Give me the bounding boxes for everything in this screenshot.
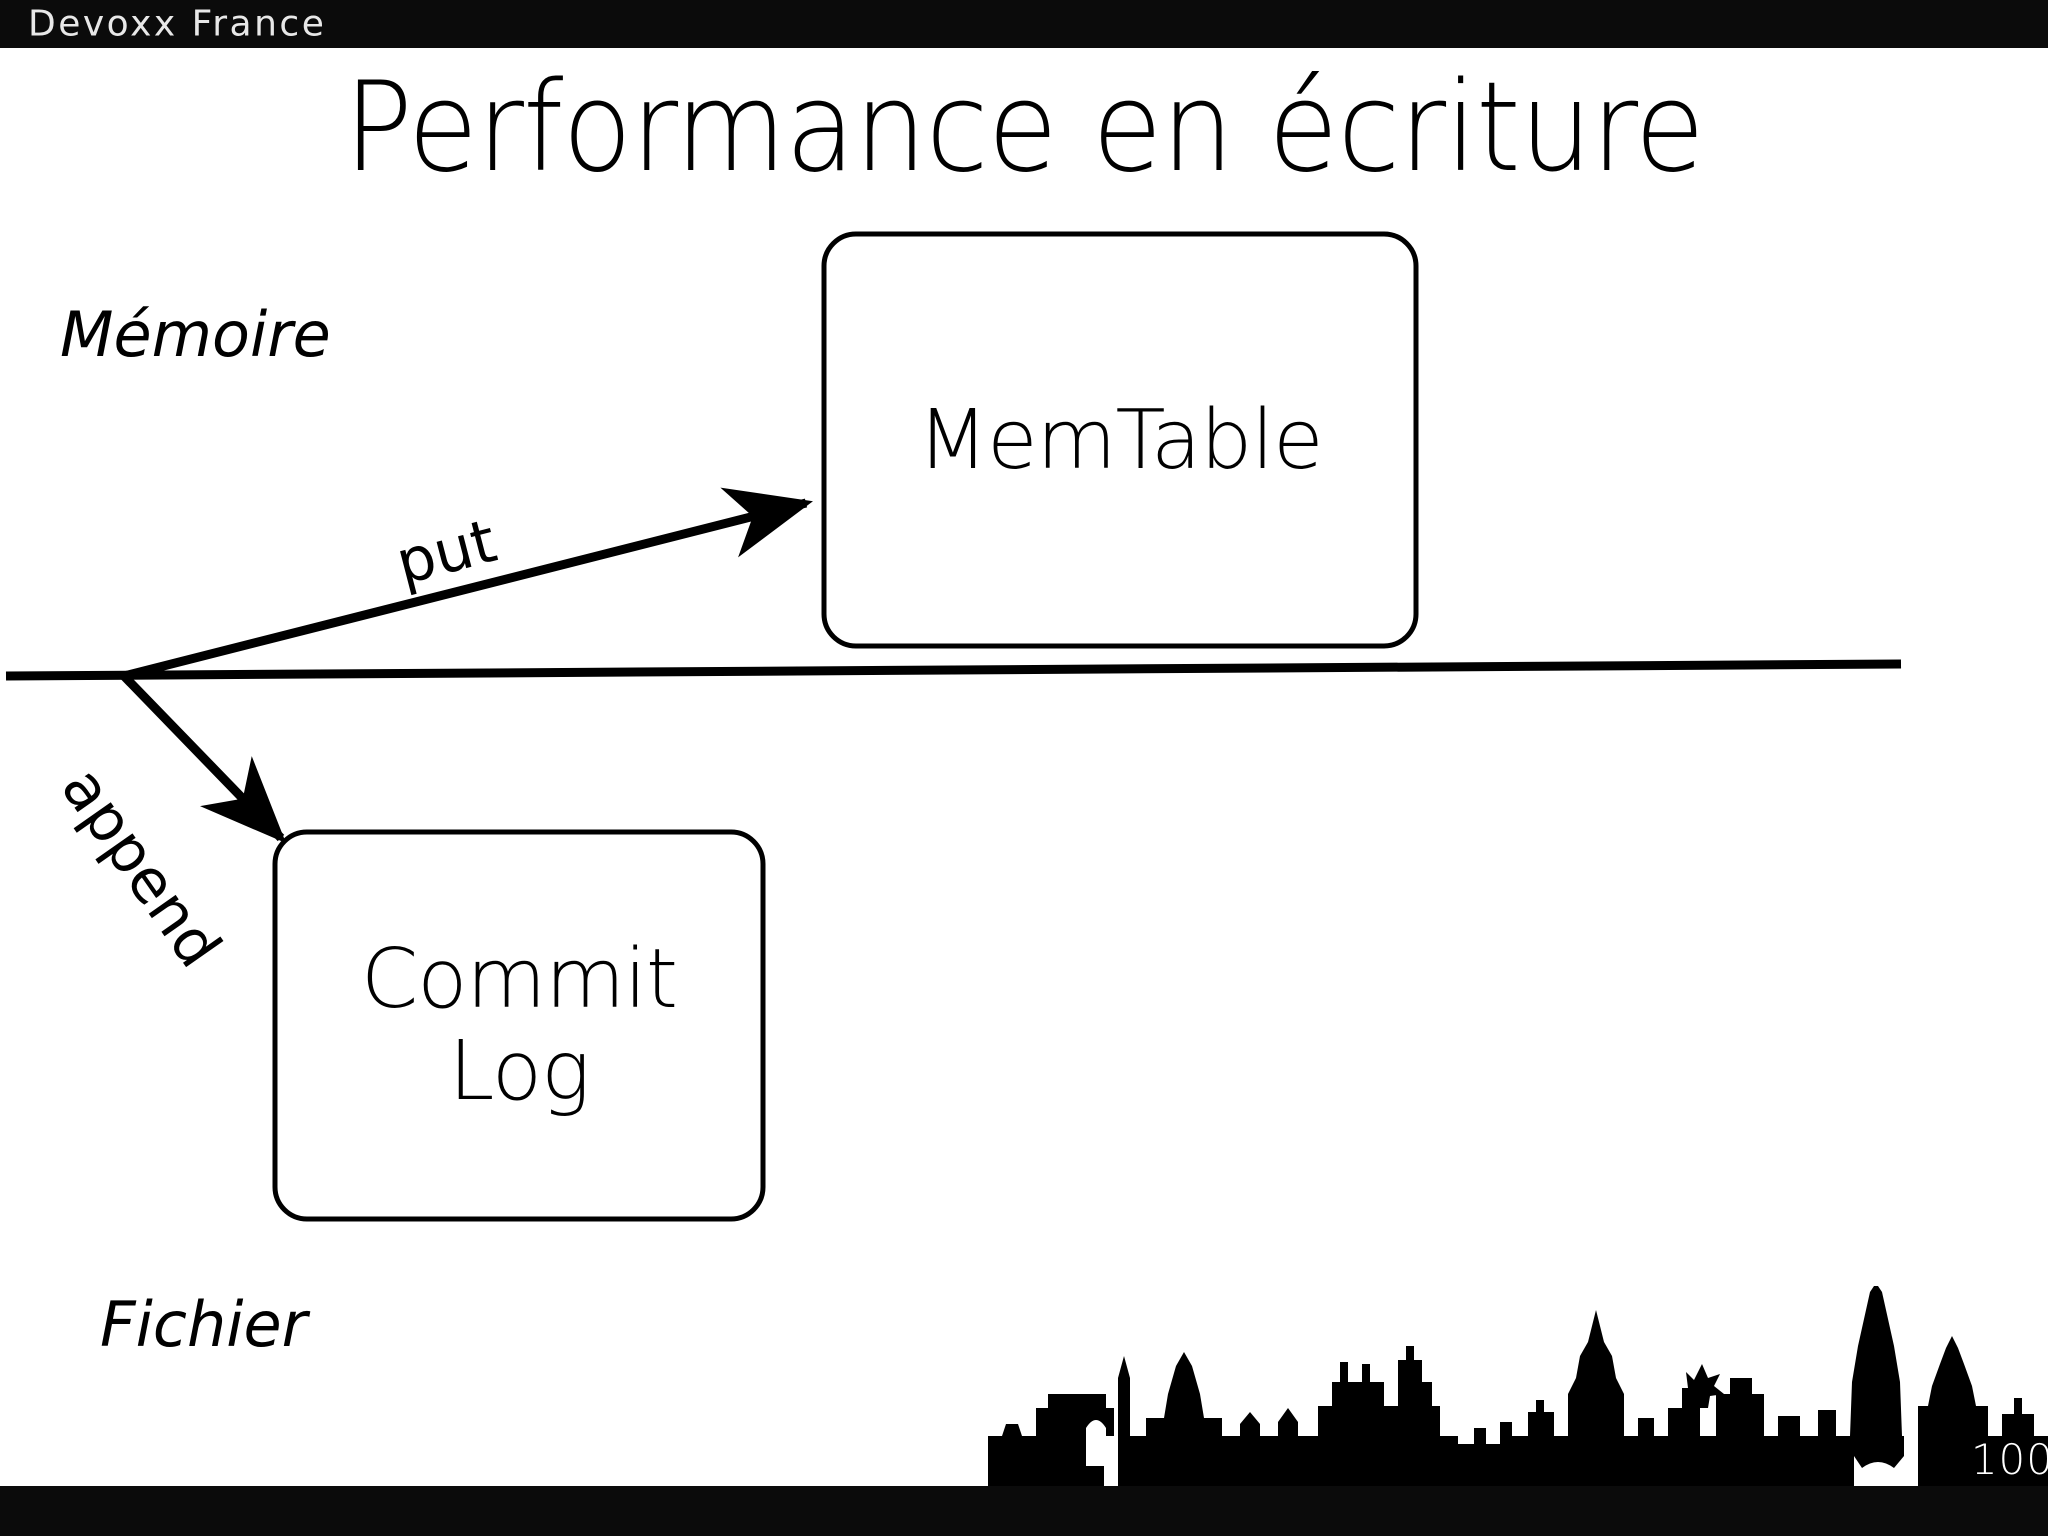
page-number: 100: [1970, 1435, 2048, 1484]
put-arrow: [122, 487, 813, 681]
memory-zone-label: Mémoire: [60, 298, 331, 371]
memory-file-separator: [5, 659, 1902, 681]
page-title: Performance en écriture: [344, 56, 1705, 200]
commitlog-node[interactable]: [272, 829, 766, 1222]
file-zone-label: Fichier: [100, 1288, 308, 1361]
brand-bar: Devoxx France: [0, 0, 2048, 48]
brand-label: Devoxx France: [28, 3, 327, 45]
append-arrow: [120, 672, 287, 844]
memtable-node[interactable]: [821, 231, 1419, 649]
bottom-bar: [0, 1486, 2048, 1536]
